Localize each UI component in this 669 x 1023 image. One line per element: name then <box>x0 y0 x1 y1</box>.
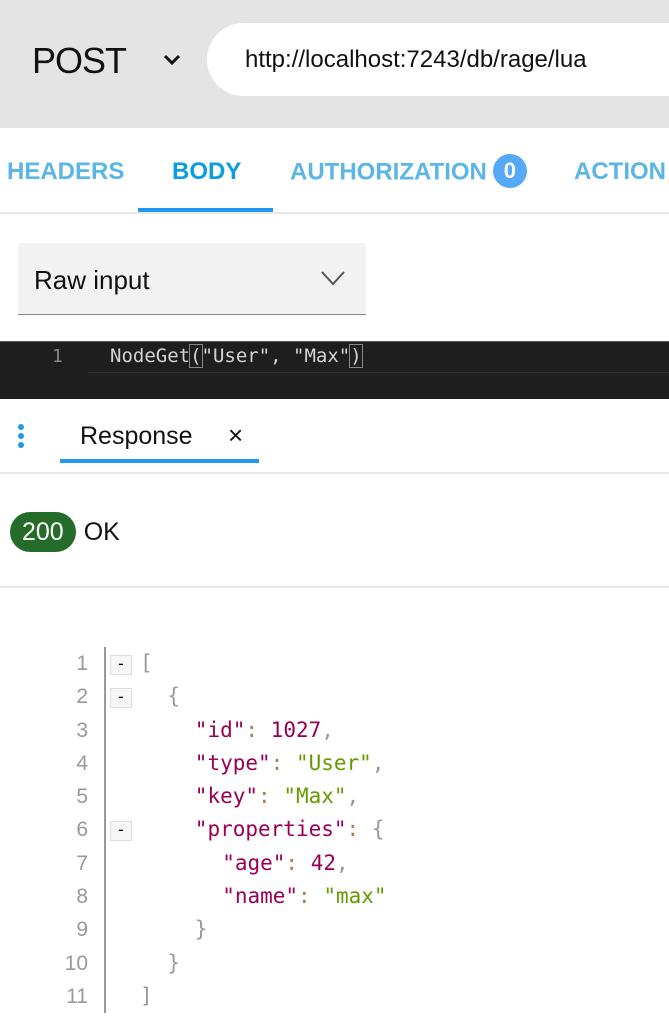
line-number: 7 <box>76 851 88 875</box>
body-mode-value: Raw input <box>34 265 150 295</box>
json-token-str: "User" <box>295 750 372 775</box>
tab-response[interactable]: Response <box>80 422 193 450</box>
json-token-str: "Max" <box>283 784 347 809</box>
json-line: 9} <box>0 913 669 946</box>
divider <box>0 586 669 588</box>
json-line: 5 "key": "Max", <box>0 780 669 813</box>
tab-action[interactable]: ACTION <box>574 158 666 185</box>
json-line: 6-"properties": { <box>0 813 669 846</box>
json-code: ] <box>140 980 153 1013</box>
response-json-viewer: 1-[2-{3"id": 1027,4"type": "User",5"key"… <box>0 647 669 1013</box>
line-number: 2 <box>76 685 88 709</box>
json-token-punc: , <box>336 850 349 875</box>
json-token-colon: : <box>258 784 284 809</box>
json-token-key: "properties" <box>194 817 347 842</box>
code-args: "User", "Max" <box>201 345 351 367</box>
json-code: "age": 42, <box>140 847 349 880</box>
line-number: 8 <box>76 885 88 909</box>
json-line: 11] <box>0 980 669 1013</box>
json-line: 8 "name": "max" <box>0 880 669 913</box>
json-token-punc: } <box>167 950 181 975</box>
json-token-punc: , <box>321 717 334 742</box>
line-number: 6 <box>76 818 88 842</box>
json-code: "name": "max" <box>140 880 387 913</box>
close-icon[interactable]: × <box>228 420 244 450</box>
json-code: } <box>140 947 180 980</box>
chevron-down-icon[interactable] <box>160 50 184 70</box>
request-bar: POST http://localhost:7243/db/rage/lua <box>0 0 669 128</box>
json-token-punc: , <box>346 784 360 809</box>
json-code: "properties": { <box>140 813 385 846</box>
current-line-highlight <box>88 372 669 373</box>
json-token-key: "age" <box>222 850 286 875</box>
line-number: 10 <box>64 951 88 975</box>
gutter-line <box>104 647 106 1013</box>
line-number: 11 <box>66 984 88 1008</box>
json-token-colon: : <box>285 850 311 875</box>
fold-toggle-icon[interactable]: - <box>110 821 132 842</box>
json-code: [ <box>140 647 153 680</box>
editor-line-number: 1 <box>52 346 63 367</box>
line-number: 3 <box>76 718 88 742</box>
json-token-punc: } <box>194 917 208 942</box>
authorization-count-badge: 0 <box>492 154 527 188</box>
json-token-colon: : <box>298 884 324 909</box>
json-token-key: "key" <box>194 784 259 809</box>
fold-toggle-icon[interactable]: - <box>110 688 132 709</box>
code-editor[interactable]: 1 NodeGet("User", "Max") <box>0 341 669 399</box>
json-token-key: "id" <box>194 717 246 742</box>
status-text: OK <box>83 517 120 546</box>
json-line: 1 -[ <box>0 647 669 680</box>
chevron-down-icon <box>321 271 345 286</box>
body-mode-select[interactable]: Raw input <box>18 243 366 315</box>
json-token-num: 1027 <box>270 717 322 742</box>
json-token-punc: { <box>167 684 181 709</box>
more-vert-icon[interactable] <box>18 424 26 451</box>
code-function: NodeGet <box>110 345 191 367</box>
editor-code-line: NodeGet("User", "Max") <box>110 344 363 368</box>
json-line: 4 "type": "User", <box>0 747 669 780</box>
json-token-key: "name" <box>222 884 299 909</box>
json-token-colon: : <box>245 717 271 742</box>
response-status: 200 OK <box>10 512 120 552</box>
json-code: } <box>140 913 208 946</box>
line-number: 5 <box>76 785 88 809</box>
json-line: 7 "age": 42, <box>0 847 669 880</box>
code-open-paren: ( <box>189 344 203 368</box>
json-token-punc: { <box>371 817 385 842</box>
tab-body[interactable]: BODY <box>172 158 242 185</box>
json-token-num: 42 <box>310 850 336 875</box>
method-select[interactable]: POST <box>32 40 127 81</box>
active-tab-indicator <box>60 459 259 463</box>
json-line: 3 "id": 1027, <box>0 714 669 747</box>
json-line: 2 - { <box>0 680 669 713</box>
json-line: 10} <box>0 947 669 980</box>
url-value: http://localhost:7243/db/rage/lua <box>245 46 587 73</box>
json-token-punc: [ <box>140 651 153 675</box>
json-token-key: "type" <box>194 750 271 775</box>
json-code: { <box>140 680 180 713</box>
active-tab-indicator <box>138 208 273 212</box>
json-token-str: "max" <box>323 884 387 909</box>
line-number: 9 <box>76 918 88 942</box>
json-token-punc: ] <box>140 983 153 1008</box>
status-code-badge: 200 <box>10 512 76 552</box>
json-code: "id": 1027, <box>140 714 334 747</box>
json-token-colon: : <box>346 817 372 842</box>
json-code: "key": "Max", <box>140 780 359 813</box>
line-number: 4 <box>76 751 88 775</box>
json-token-colon: : <box>270 750 296 775</box>
response-tabs: Response × <box>0 400 669 474</box>
tab-headers[interactable]: HEADERS <box>7 158 125 185</box>
code-close-paren: ) <box>349 344 363 368</box>
json-token-punc: , <box>371 750 385 775</box>
json-code: "type": "User", <box>140 747 385 780</box>
tab-authorization-label: AUTHORIZATION <box>290 158 487 186</box>
url-input[interactable]: http://localhost:7243/db/rage/lua <box>207 23 669 96</box>
fold-toggle-icon[interactable]: - <box>110 655 132 675</box>
line-number: 1 <box>76 652 88 675</box>
